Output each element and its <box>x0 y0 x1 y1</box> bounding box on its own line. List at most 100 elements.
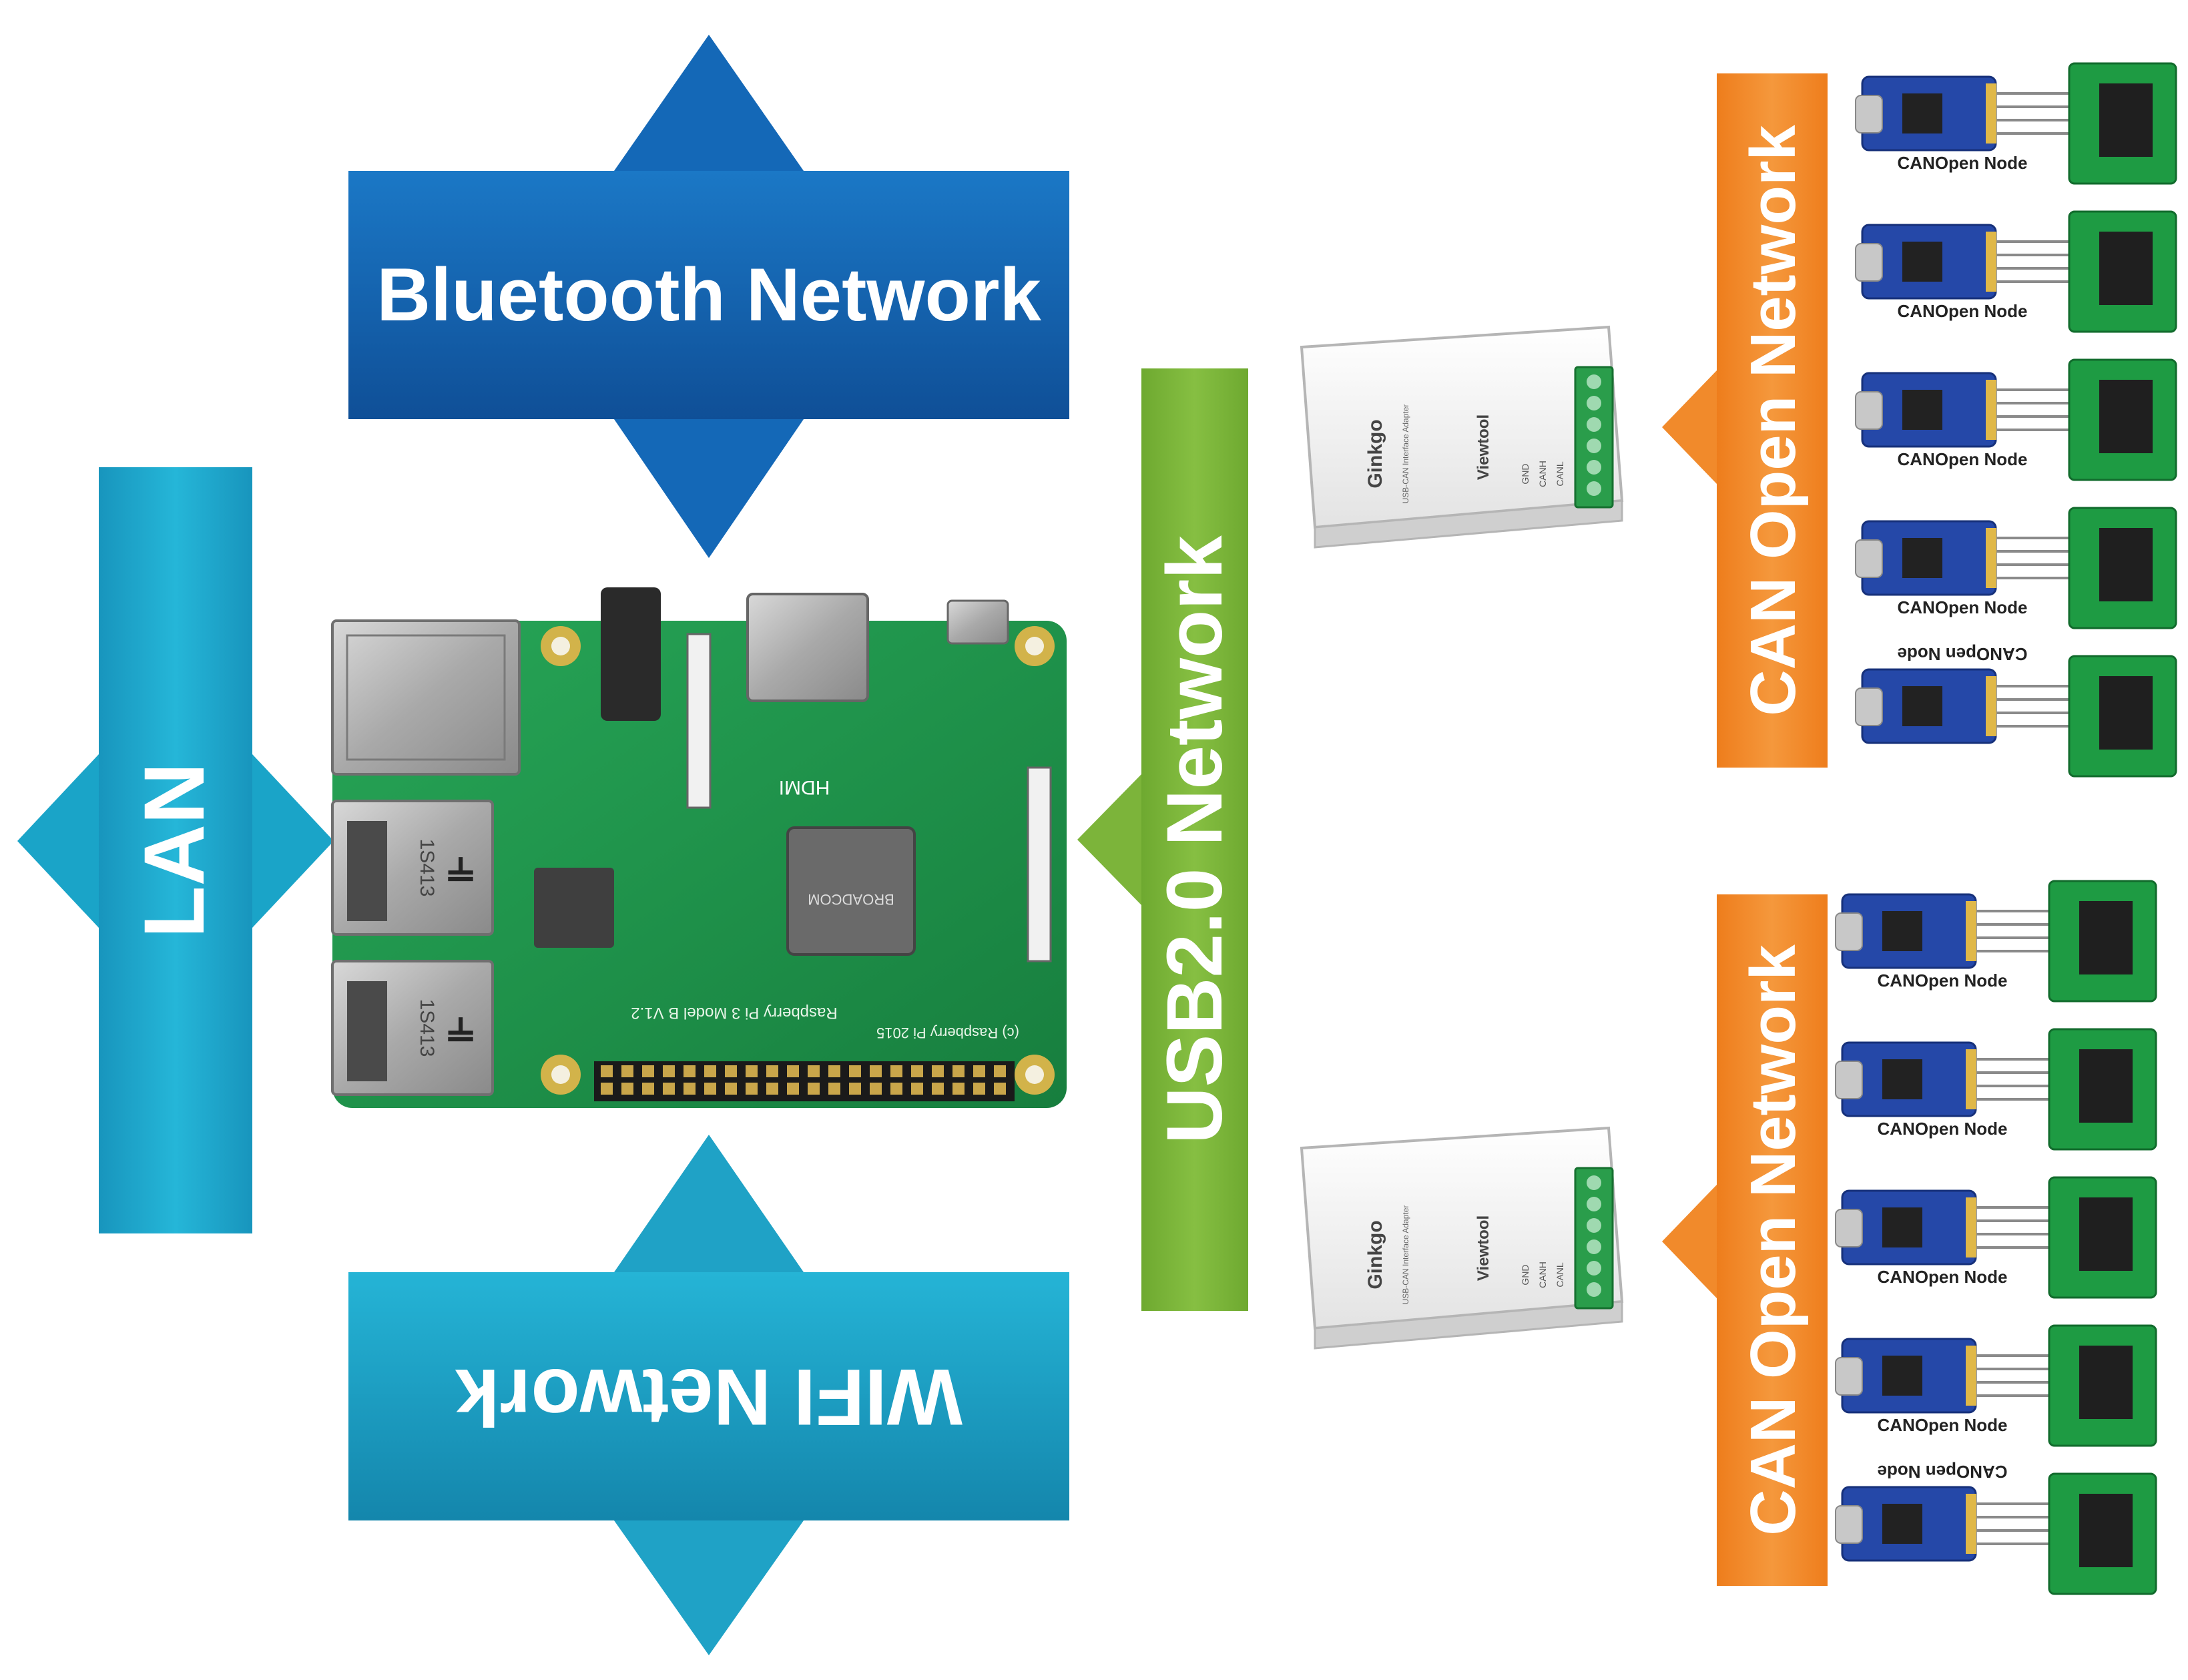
adapter-pin-label: CANH <box>1537 461 1548 487</box>
gpio-pin <box>787 1065 799 1077</box>
usb-label: USB2.0 Network <box>1151 535 1239 1144</box>
can-bottom-box <box>1717 894 1828 1586</box>
lan-label: LAN <box>127 762 222 938</box>
terminal-screw <box>1587 1261 1601 1276</box>
can-top-arrow-left <box>1662 370 1717 484</box>
board-copyright: (c) Raspberry Pi 2015 <box>876 1025 1019 1041</box>
gpio-pin <box>808 1083 820 1095</box>
gpio-pin <box>621 1083 633 1095</box>
gpio-pin <box>621 1065 633 1077</box>
gpio-pin <box>642 1065 654 1077</box>
adapter-pin-label: GND <box>1520 463 1531 484</box>
board-brand: Raspberry Pi 3 Model B V1.2 <box>631 1004 837 1022</box>
node-transceiver-chip <box>2099 232 2153 305</box>
adapter-subtitle: USB-CAN Interface Adapter <box>1401 404 1410 504</box>
usb-port-2: 1S413 ⫨ <box>331 960 494 1096</box>
usb-network-block: USB2.0 Network <box>1077 368 1248 1311</box>
gpio-pin <box>911 1083 923 1095</box>
node-transceiver-chip <box>2079 1197 2133 1271</box>
adapter-pin-label: CANH <box>1537 1262 1548 1288</box>
canopen-node: CANOpen Node <box>1855 644 2177 778</box>
canopen-node: CANOpen Node <box>1855 358 2177 481</box>
gpio-pin <box>870 1065 882 1077</box>
gpio-pin <box>911 1065 923 1077</box>
adapter-maker: Viewtool <box>1474 1215 1492 1281</box>
node-pin-header <box>1986 83 1996 144</box>
node-pin-header <box>1986 232 1996 292</box>
node-transceiver-chip <box>2079 1049 2133 1123</box>
bluetooth-arrow-up <box>614 35 804 171</box>
lan-box <box>99 467 252 1233</box>
node-usb-connector <box>1855 95 1883 133</box>
node-mcu-chip <box>1882 1059 1922 1099</box>
node-pin-header <box>1986 676 1996 736</box>
wifi-network-block: WIFI Network <box>348 1135 1069 1655</box>
node-pin-header <box>1986 528 1996 588</box>
gpio-pin <box>828 1065 840 1077</box>
lan-chip <box>534 868 614 948</box>
gpio-pin <box>890 1083 902 1095</box>
gpio-pin <box>601 1065 613 1077</box>
gpio-pin <box>725 1065 737 1077</box>
node-label: CANOpen Node <box>1898 153 2028 173</box>
gpio-pin <box>683 1065 696 1077</box>
node-transceiver-chip <box>2079 1494 2133 1567</box>
gpio-pin <box>849 1065 861 1077</box>
node-usb-connector <box>1835 1209 1863 1247</box>
node-pin-header <box>1966 1494 1976 1554</box>
node-transceiver-chip <box>2099 380 2153 453</box>
node-usb-connector <box>1855 687 1883 726</box>
canopen-node: CANOpen Node <box>1835 880 2157 1003</box>
gpio-pin <box>642 1083 654 1095</box>
gpio-pin <box>725 1083 737 1095</box>
node-pin-header <box>1966 901 1976 961</box>
bluetooth-box <box>348 171 1069 419</box>
node-mcu-chip <box>1882 911 1922 951</box>
adapter-side <box>1314 1300 1623 1350</box>
adapter-subtitle: USB-CAN Interface Adapter <box>1401 1205 1410 1305</box>
canopen-node: CANOpen Node <box>1855 62 2177 185</box>
lan-arrow-left <box>17 754 99 928</box>
wifi-arrow-down <box>614 1520 804 1655</box>
adapter-pin-label: GND <box>1520 1264 1531 1285</box>
can-bottom-arrow-left <box>1662 1185 1717 1298</box>
terminal-screw <box>1587 374 1601 389</box>
canopen-node: CANOpen Node <box>1855 507 2177 629</box>
canopen-node: CANOpen Node <box>1855 210 2177 333</box>
gpio-pin <box>952 1065 965 1077</box>
gpio-pin <box>994 1065 1006 1077</box>
node-mcu-chip <box>1902 390 1942 430</box>
node-pin-header <box>1966 1346 1976 1406</box>
adapter-side <box>1314 499 1623 549</box>
wifi-box <box>348 1272 1069 1520</box>
wifi-label: WIFI Network <box>455 1352 963 1442</box>
micro-usb-port <box>946 599 1009 645</box>
terminal-screw <box>1587 460 1601 475</box>
adapter-body <box>1300 325 1624 529</box>
usb-arrow-left <box>1077 774 1141 905</box>
node-usb-connector <box>1855 243 1883 282</box>
gpio-pin <box>704 1065 716 1077</box>
canopen-node: CANOpen Node <box>1835 1462 2157 1595</box>
gpio-pin <box>787 1083 799 1095</box>
adapter-body <box>1300 1126 1624 1330</box>
canopen-node: CANOpen Node <box>1835 1324 2157 1447</box>
node-transceiver-chip <box>2099 528 2153 601</box>
svg-text:⫨: ⫨ <box>447 839 473 891</box>
ethernet-port <box>331 619 521 776</box>
gpio-pin <box>849 1083 861 1095</box>
gpio-pin <box>746 1065 758 1077</box>
gpio-pin <box>973 1083 985 1095</box>
gpio-pin <box>601 1083 613 1095</box>
adapter-brand: Ginkgo <box>1364 1220 1386 1289</box>
audio-jack <box>601 587 661 721</box>
node-usb-connector <box>1835 1505 1863 1544</box>
can-top-box <box>1717 73 1828 768</box>
canopen-node: CANOpen Node <box>1835 1176 2157 1299</box>
lan-network-block: LAN <box>17 467 334 1233</box>
terminal-screw <box>1587 396 1601 410</box>
adapter-pin-label: CANL <box>1555 461 1565 487</box>
